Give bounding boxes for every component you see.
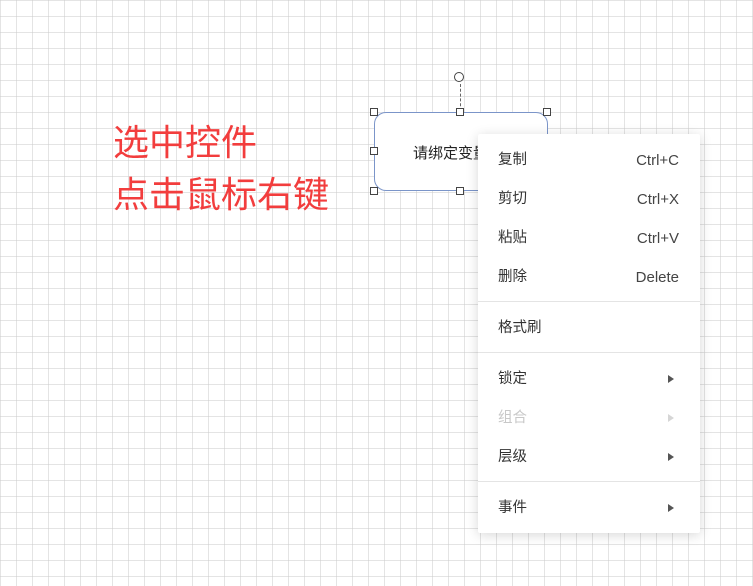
chevron-right-icon — [668, 504, 674, 512]
chevron-right-icon — [668, 414, 674, 422]
resize-handle-bottom-middle[interactable] — [456, 187, 464, 195]
menu-divider — [478, 301, 700, 302]
resize-handle-top-middle[interactable] — [456, 108, 464, 116]
resize-handle-top-left[interactable] — [370, 108, 378, 116]
menu-item-lock[interactable]: 锁定 — [478, 360, 700, 399]
menu-item-label: 组合 — [498, 410, 527, 426]
chevron-right-icon — [668, 375, 674, 383]
menu-item-shortcut: Ctrl+X — [636, 191, 679, 208]
menu-item-label: 复制 — [498, 152, 527, 168]
menu-item-label: 粘贴 — [498, 230, 527, 246]
menu-item-copy[interactable]: 复制 Ctrl+C — [478, 141, 700, 180]
resize-handle-top-right[interactable] — [543, 108, 551, 116]
menu-item-group: 组合 — [478, 399, 700, 438]
resize-handle-bottom-left[interactable] — [370, 187, 378, 195]
rotate-connector-line — [460, 84, 461, 111]
menu-item-label: 删除 — [498, 269, 527, 285]
menu-item-paste[interactable]: 粘贴 Ctrl+V — [478, 219, 700, 258]
rotate-handle[interactable] — [454, 72, 464, 82]
menu-item-cut[interactable]: 剪切 Ctrl+X — [478, 180, 700, 219]
resize-handle-middle-left[interactable] — [370, 147, 378, 155]
menu-item-delete[interactable]: 删除 Delete — [478, 258, 700, 297]
menu-item-label: 格式刷 — [498, 320, 542, 336]
menu-item-shortcut: Ctrl+C — [636, 152, 679, 169]
menu-item-shortcut: Delete — [635, 269, 679, 286]
menu-item-label: 锁定 — [498, 371, 527, 387]
menu-item-label: 层级 — [498, 449, 527, 465]
control-label: 请绑定变量 — [413, 144, 489, 162]
chevron-right-icon — [668, 453, 674, 461]
context-menu: 复制 Ctrl+C 剪切 Ctrl+X 粘贴 Ctrl+V 删除 Delete … — [478, 134, 700, 533]
annotation-line-1: 选中控件 — [113, 123, 258, 164]
menu-item-events[interactable]: 事件 — [478, 489, 700, 528]
instruction-annotation: 选中控件 点击鼠标右键 — [113, 118, 329, 222]
menu-item-label: 事件 — [498, 500, 527, 516]
annotation-line-2: 点击鼠标右键 — [113, 175, 330, 216]
menu-divider — [478, 481, 700, 482]
menu-item-label: 剪切 — [498, 191, 527, 207]
menu-item-layer[interactable]: 层级 — [478, 438, 700, 477]
menu-item-shortcut: Ctrl+V — [636, 230, 679, 247]
menu-item-format-painter[interactable]: 格式刷 — [478, 309, 700, 348]
menu-divider — [478, 352, 700, 353]
